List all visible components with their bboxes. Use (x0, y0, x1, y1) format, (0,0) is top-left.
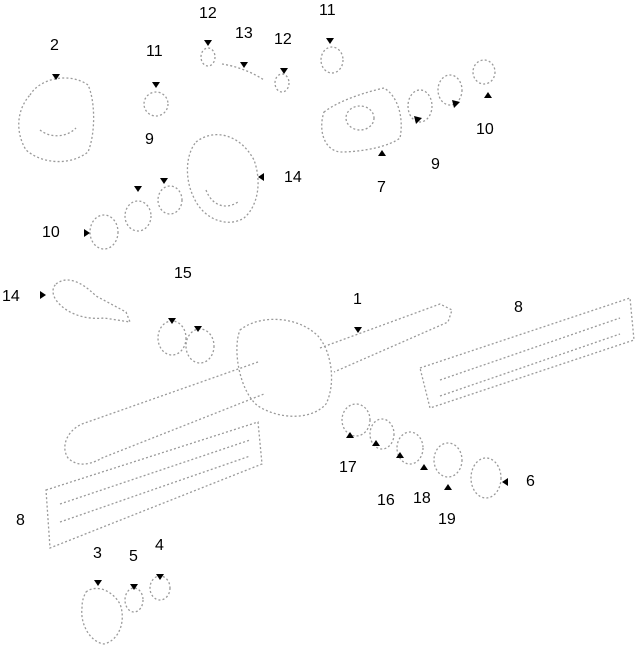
part-11-washer-right (320, 46, 344, 74)
part-1-axle-housing (64, 303, 453, 465)
part-15-seals (157, 320, 215, 364)
part-11-washer-left (143, 91, 169, 117)
arrow-9-left-b (160, 178, 168, 184)
arrow-14-lower (40, 291, 46, 299)
arrow-5 (130, 584, 138, 590)
arrow-3 (94, 580, 102, 586)
part-2-disc (18, 77, 95, 163)
arrow-2 (52, 74, 60, 80)
part-16-19-hub-stack (341, 403, 502, 499)
callout-15: 15 (174, 265, 192, 282)
arrow-18-a (396, 452, 404, 458)
arrow-15-b (194, 326, 202, 332)
callout-6: 6 (526, 473, 535, 490)
callout-19: 19 (438, 511, 456, 528)
part-8-axle-right (419, 297, 635, 409)
callout-9: 9 (145, 131, 154, 148)
part-3-5-4-end-assembly (81, 575, 171, 645)
arrow-19 (444, 484, 452, 490)
callout-11: 11 (319, 2, 336, 19)
arrow-9-left-a (134, 186, 142, 192)
arrow-16 (372, 440, 380, 446)
callout-14: 14 (284, 169, 302, 186)
callout-1: 1 (353, 291, 362, 308)
arrow-18-b (420, 464, 428, 470)
callout-14: 14 (2, 288, 20, 305)
callout-9: 9 (431, 156, 440, 173)
callout-10: 10 (476, 121, 494, 138)
callout-8: 8 (514, 299, 523, 316)
arrow-12-right (280, 68, 288, 74)
callout-11: 11 (146, 43, 163, 60)
callout-arrows (40, 38, 508, 590)
arrow-10-right-b (484, 92, 492, 98)
arrow-1 (354, 327, 362, 333)
callout-5: 5 (129, 548, 138, 565)
arrow-12-left (204, 40, 212, 46)
part-9-10-bearings-right (407, 59, 496, 123)
arrow-13 (240, 62, 248, 68)
part-14-ring-gear (186, 134, 259, 223)
part-12-13-pin (200, 47, 290, 93)
part-14-pinion-shaft (52, 279, 132, 323)
arrow-11-right (326, 38, 334, 44)
arrow-4 (156, 574, 164, 580)
callout-7: 7 (377, 179, 386, 196)
arrow-7 (378, 150, 386, 156)
callout-12: 12 (274, 31, 292, 48)
arrow-6 (502, 478, 508, 486)
callout-12: 12 (199, 5, 217, 22)
arrow-10-right-a (452, 100, 460, 108)
part-9-10-bearings-left (89, 185, 183, 250)
callout-18: 18 (413, 490, 431, 507)
arrow-17 (346, 432, 354, 438)
callout-16: 16 (377, 492, 395, 509)
arrow-11-left (152, 82, 160, 88)
callout-3: 3 (93, 545, 102, 562)
arrow-14-upper (258, 173, 264, 181)
callout-10: 10 (42, 224, 60, 241)
part-7-gear-housing (321, 87, 402, 153)
callout-4: 4 (155, 537, 164, 554)
arrow-15-a (168, 318, 176, 324)
callout-13: 13 (235, 25, 253, 42)
callout-2: 2 (50, 37, 59, 54)
callout-8: 8 (16, 512, 25, 529)
callout-17: 17 (339, 459, 357, 476)
arrow-10-left (84, 229, 90, 237)
part-8-axle-left (45, 421, 263, 549)
arrow-9-right (414, 116, 422, 124)
